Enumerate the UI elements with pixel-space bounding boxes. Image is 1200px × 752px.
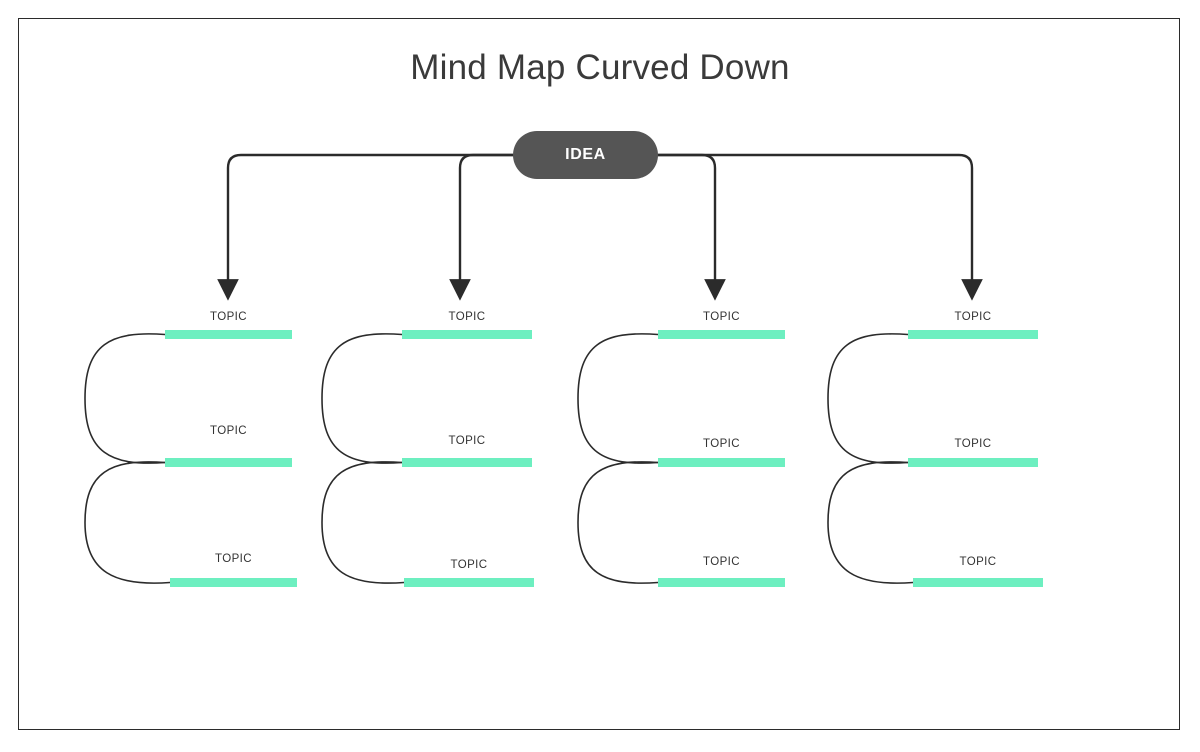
- topic-label: TOPIC: [703, 556, 740, 568]
- root-node-idea[interactable]: IDEA: [513, 131, 658, 179]
- subbranch-curve-2-1: [321, 333, 403, 464]
- topic-bar[interactable]: [402, 330, 532, 339]
- page-title: Mind Map Curved Down: [410, 48, 790, 87]
- topic-label: TOPIC: [959, 556, 997, 568]
- subbranch-connectors: [84, 333, 914, 584]
- subbranch-curve-3-1: [577, 333, 659, 464]
- subbranch-curve-1-2: [84, 461, 171, 584]
- topic-bar[interactable]: [404, 578, 534, 587]
- page-border: [18, 18, 1180, 730]
- topic-bar[interactable]: [908, 458, 1038, 467]
- topic-bar[interactable]: [658, 578, 785, 587]
- trunk-branch-3: [656, 153, 726, 301]
- topic-label: TOPIC: [448, 311, 486, 323]
- subbranch-curve-3-2: [577, 461, 659, 584]
- subbranch-curve-4-1: [827, 333, 909, 464]
- subbranch-curve-4-2: [827, 461, 914, 584]
- topic-label: TOPIC: [450, 559, 488, 571]
- topic-bar[interactable]: [402, 458, 532, 467]
- trunk-connectors: [217, 153, 983, 301]
- topic-label: TOPIC: [210, 425, 247, 437]
- trunk-branch-1: [217, 153, 515, 301]
- topic-label: TOPIC: [954, 438, 992, 450]
- subbranch-curve-1-1: [84, 333, 166, 464]
- subbranch-curve-2-2: [321, 461, 405, 584]
- topic-bar[interactable]: [658, 458, 785, 467]
- topic-bar[interactable]: [165, 330, 292, 339]
- topic-bar[interactable]: [913, 578, 1043, 587]
- trunk-branch-4: [656, 153, 983, 301]
- topic-bar[interactable]: [165, 458, 292, 467]
- topic-bar[interactable]: [658, 330, 785, 339]
- topic-label: TOPIC: [448, 435, 486, 447]
- topic-label: TOPIC: [210, 311, 247, 323]
- topic-label: TOPIC: [703, 311, 740, 323]
- topic-label: TOPIC: [703, 438, 740, 450]
- topic-bar[interactable]: [170, 578, 297, 587]
- topic-bar[interactable]: [908, 330, 1038, 339]
- trunk-branch-2: [449, 153, 515, 301]
- topic-label: TOPIC: [954, 311, 992, 323]
- topic-label: TOPIC: [215, 553, 252, 565]
- root-node-label: IDEA: [565, 146, 606, 163]
